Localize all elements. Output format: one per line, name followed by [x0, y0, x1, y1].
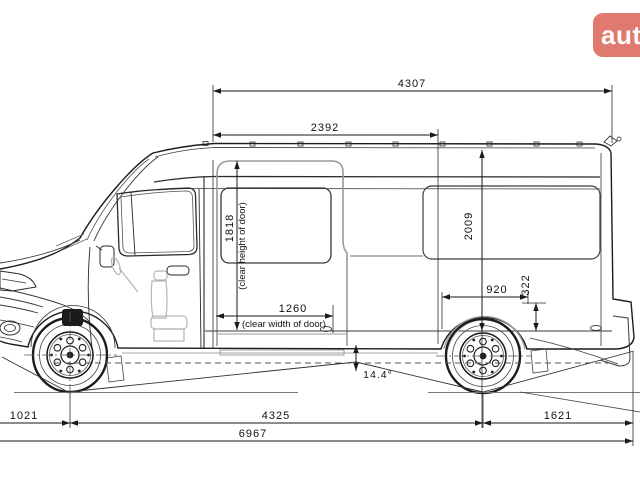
ground-and-angle-lines [1, 350, 640, 413]
door-front-gap [87, 246, 93, 349]
dim-rear-wheel-arch-width: 920 [441, 284, 529, 329]
cab-interior [110, 256, 188, 342]
steering-column [118, 267, 139, 293]
running-board [219, 349, 345, 356]
dim-value: 1818 [224, 214, 236, 242]
dim-value: 2392 [311, 122, 339, 134]
dim-ramp-breakover-angle: 14.4° [353, 345, 393, 381]
quarter-window-divider [130, 191, 136, 256]
sliding-door-outline [216, 160, 348, 346]
underbody [105, 348, 549, 383]
headlight [0, 270, 37, 292]
watermark-text: aut [601, 19, 640, 50]
dim-door-opening-top-length: 2392 [213, 122, 439, 344]
rear-mud-flap [530, 348, 549, 374]
roof-clips [202, 141, 583, 147]
seat-base [153, 328, 185, 342]
dim-value: 4325 [262, 410, 290, 422]
dim-door-clear-width: 1260 (clear width of door) [216, 303, 334, 333]
door-step-handle [320, 326, 332, 332]
dim-value: 4307 [398, 78, 426, 90]
dim-rear-step-height: 322 [520, 274, 546, 331]
dim-front-overhang: 1021 [0, 394, 71, 428]
mirror [99, 245, 115, 268]
dim-rear-interior-height: 2009 [463, 150, 485, 428]
rear-skirt [529, 337, 619, 365]
rear-bumper-corner [599, 315, 631, 367]
grille-line [0, 296, 44, 308]
rear-arch-lip [443, 315, 526, 350]
dim-value: 2009 [463, 212, 475, 240]
door-handle [166, 265, 190, 276]
hood-cut-line [0, 239, 81, 264]
front-wheel [24, 309, 117, 398]
dim-value: 1021 [10, 410, 38, 422]
seat-headrest [153, 270, 168, 281]
sliding-door [216, 160, 348, 346]
approach-line [1, 356, 69, 393]
brake-caliper [62, 309, 83, 326]
seat-back [150, 280, 168, 319]
front-arch-lip [30, 305, 116, 349]
dim-value: 1621 [544, 410, 572, 422]
dim-value: 6967 [239, 428, 267, 440]
dim-value: 14.4° [363, 369, 393, 381]
rear-wheel [436, 317, 531, 395]
cab-window [116, 187, 198, 257]
cab-door [87, 160, 214, 349]
van-body-outline [0, 142, 635, 350]
departure-line [482, 350, 635, 393]
breakover-lines [67, 361, 484, 393]
dim-upper-body-length: 4307 [212, 78, 613, 143]
front-axle-centerlines [24, 312, 117, 398]
wiper [55, 233, 88, 252]
a-pillar-inner [93, 156, 159, 242]
door-rear-gap [198, 188, 202, 349]
front-mud-flap [105, 355, 125, 383]
dim-note: (clear width of door) [242, 319, 326, 330]
dim-door-clear-height: 1818(clear height of door) [224, 161, 248, 330]
steering-wheel [110, 256, 122, 276]
dim-note: (clear height of door) [237, 202, 248, 290]
dim-rear-overhang: 1621 [483, 352, 634, 446]
roof-rear-marker [603, 135, 618, 147]
dim-wheelbase: 4325 [70, 394, 484, 428]
rear-panel-recess [422, 185, 601, 260]
dimension-layer: 4307 2392 1818(clear height of door) 2009 12… [0, 78, 634, 446]
watermark-badge: aut [593, 13, 640, 57]
fog-lamp [0, 320, 21, 336]
windshield-edge [86, 158, 150, 241]
rear-handle [590, 325, 602, 331]
dim-overall-length: 6967 [0, 428, 633, 444]
dim-value: 322 [520, 274, 532, 295]
cargo-side-panels [205, 153, 631, 367]
sliding-door-recess [220, 187, 332, 264]
dim-value: 1260 [279, 303, 307, 315]
dim-value: 920 [486, 284, 507, 296]
